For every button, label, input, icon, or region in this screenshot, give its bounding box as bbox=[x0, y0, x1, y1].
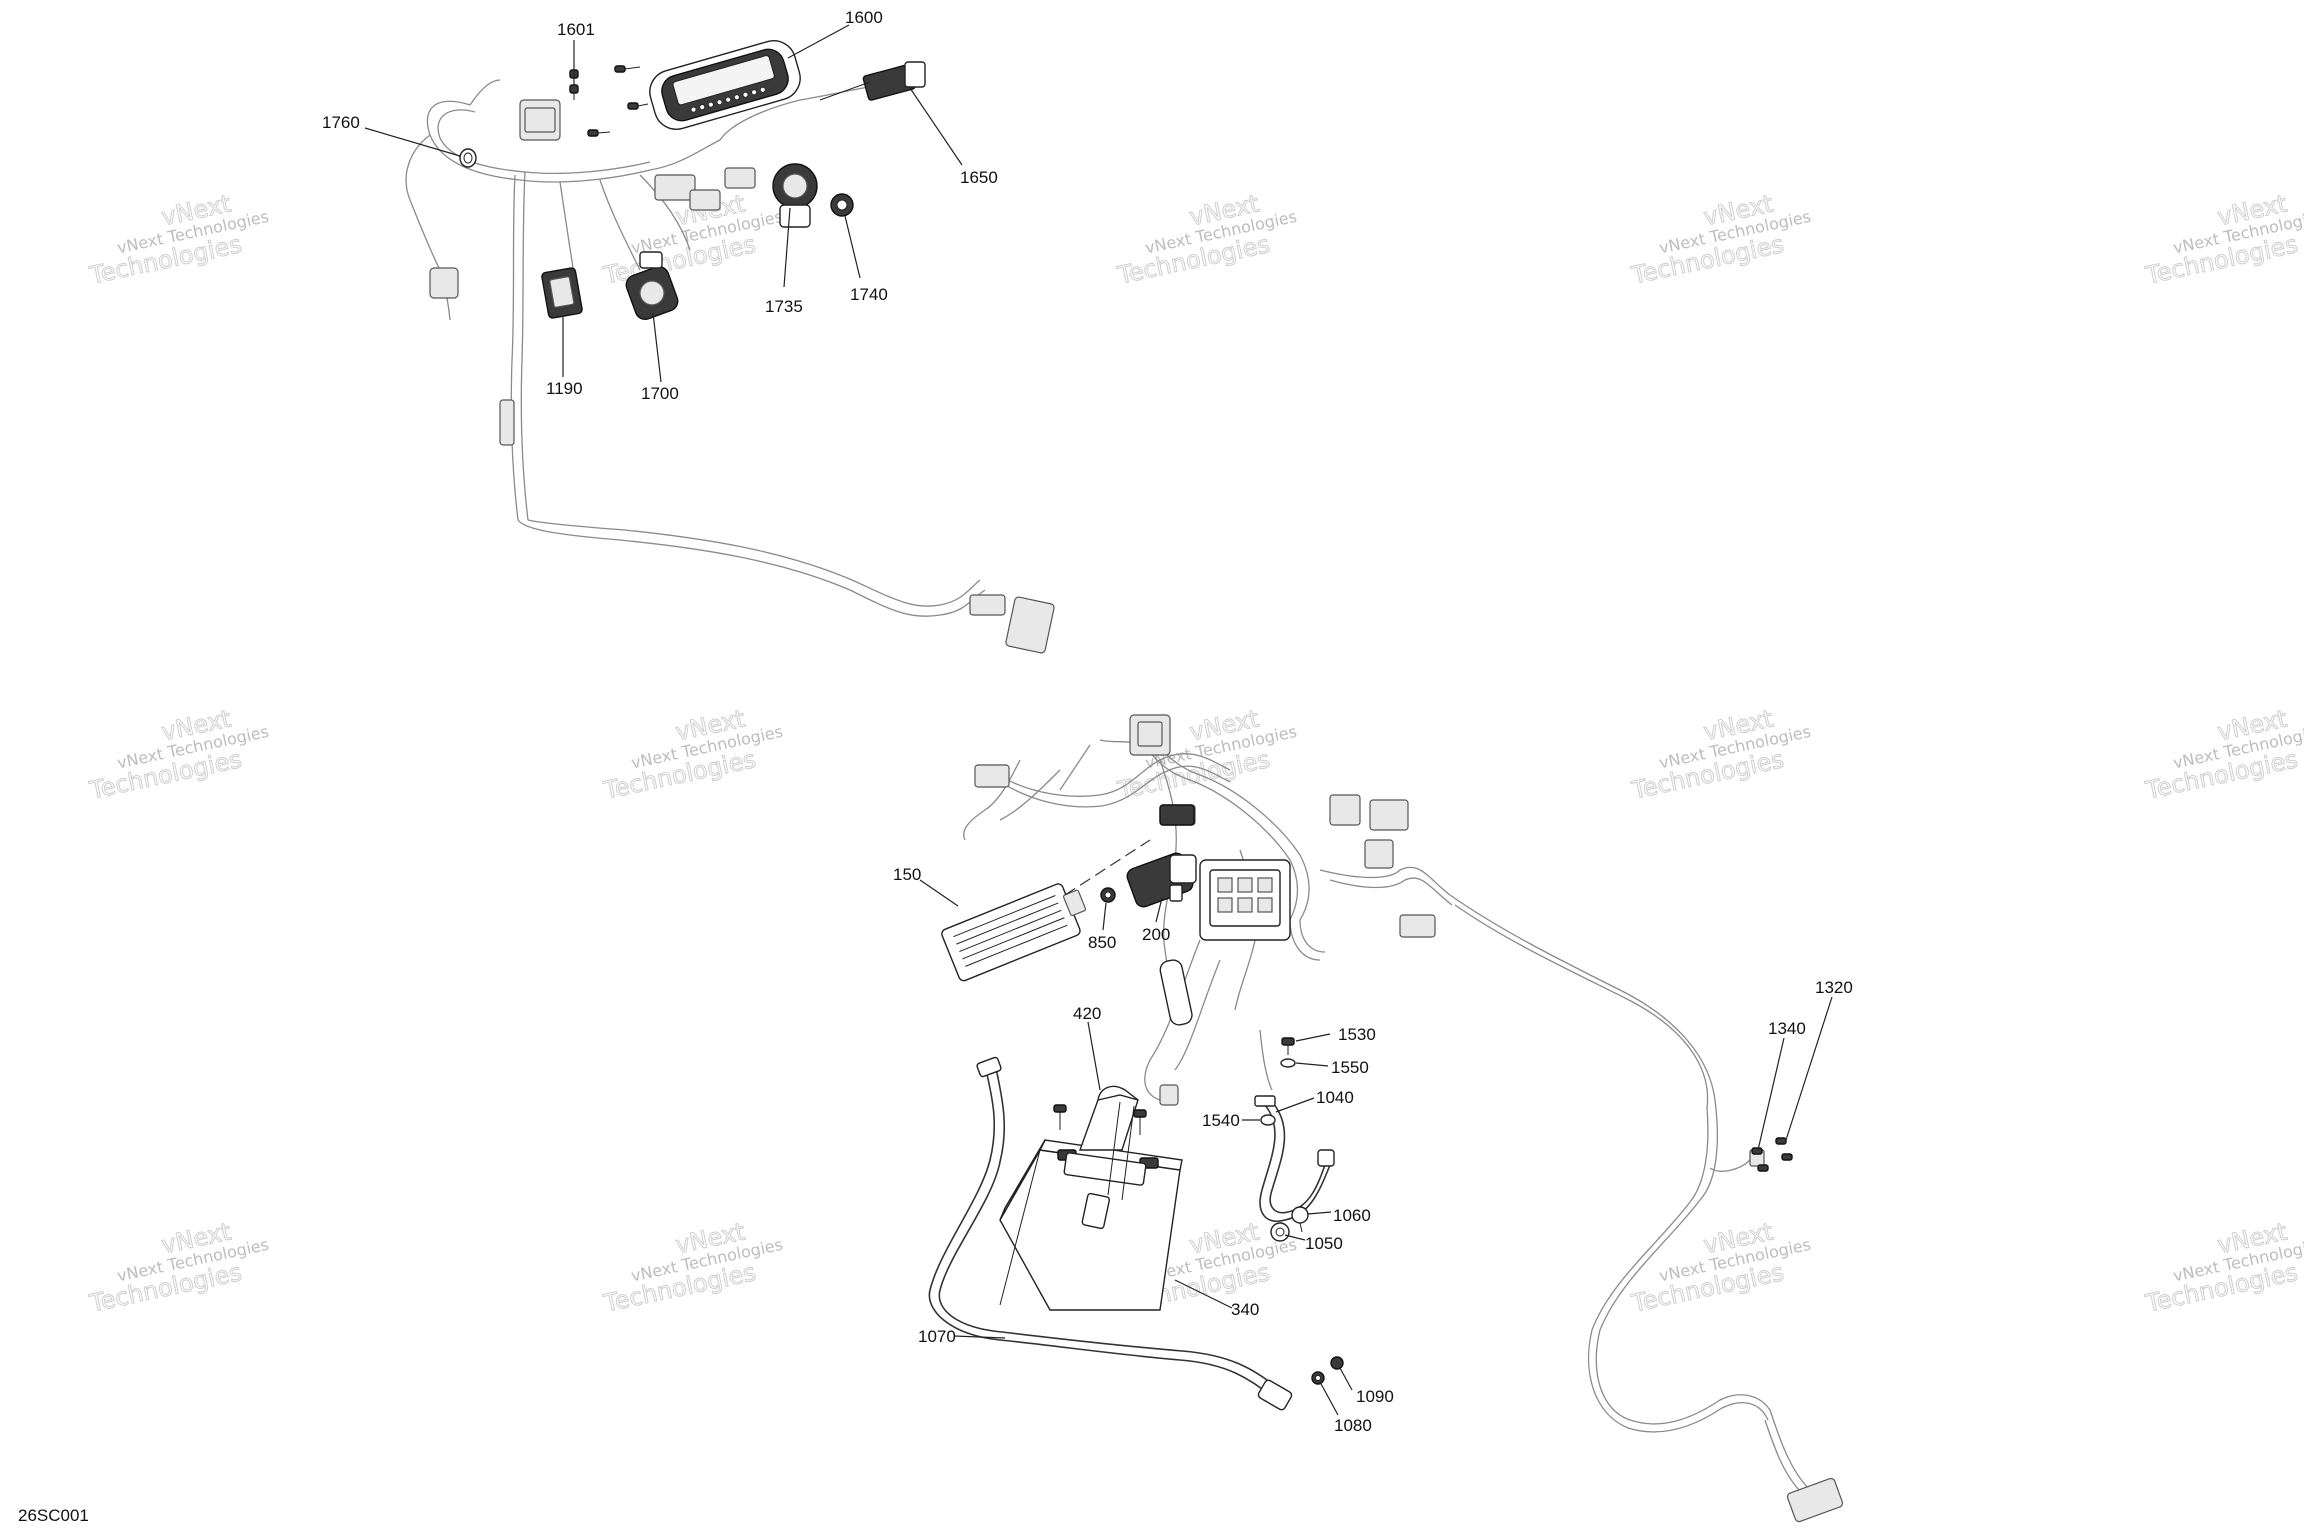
nut-1740 bbox=[830, 193, 854, 217]
callout-150: 150 bbox=[893, 865, 921, 884]
callout-labels: 1601 1600 1650 1760 1735 1740 1190 1700 … bbox=[322, 8, 1853, 1435]
diagram-code: 26SC001 bbox=[18, 1506, 89, 1525]
callout-1601: 1601 bbox=[557, 20, 595, 39]
clip-1340 bbox=[1751, 1147, 1769, 1172]
battery-strap-420 bbox=[1079, 1085, 1139, 1230]
callout-1040: 1040 bbox=[1316, 1088, 1354, 1107]
callout-1090: 1090 bbox=[1356, 1387, 1394, 1406]
bolt-1060 bbox=[1291, 1206, 1309, 1233]
nut-850 bbox=[1100, 887, 1116, 903]
switch-1735 bbox=[772, 163, 818, 228]
connector-1650 bbox=[819, 61, 926, 101]
callout-1080: 1080 bbox=[1334, 1416, 1372, 1435]
screws-1601 bbox=[569, 65, 649, 137]
grommet-1760 bbox=[459, 148, 477, 168]
callout-420: 420 bbox=[1073, 1004, 1101, 1023]
callout-1760: 1760 bbox=[322, 113, 360, 132]
callout-1735: 1735 bbox=[765, 297, 803, 316]
battery-340 bbox=[999, 1139, 1183, 1311]
upper-harness-assembly bbox=[405, 79, 1055, 654]
instrument-cluster bbox=[649, 40, 801, 130]
switch-1700 bbox=[625, 251, 679, 321]
solenoid-200 bbox=[1126, 852, 1197, 908]
callout-1650: 1650 bbox=[960, 168, 998, 187]
callout-1550: 1550 bbox=[1331, 1058, 1369, 1077]
callout-1340: 1340 bbox=[1768, 1019, 1806, 1038]
callout-340: 340 bbox=[1231, 1300, 1259, 1319]
leader-lines bbox=[364, 24, 1833, 1416]
bolt-1090 bbox=[1330, 1356, 1344, 1370]
bolt-1050 bbox=[1270, 1222, 1290, 1242]
washer-1540 bbox=[1260, 1114, 1276, 1126]
harness-connector bbox=[429, 267, 459, 299]
callout-1700: 1700 bbox=[641, 384, 679, 403]
battery-cable-1070 bbox=[928, 1056, 1293, 1411]
callout-1190: 1190 bbox=[546, 379, 583, 398]
voltage-regulator-150 bbox=[941, 883, 1087, 982]
callout-850: 850 bbox=[1088, 933, 1116, 952]
callout-1050: 1050 bbox=[1305, 1234, 1343, 1253]
battery-bolts bbox=[1053, 1104, 1147, 1135]
callout-1740: 1740 bbox=[850, 285, 888, 304]
callout-1540: 1540 bbox=[1202, 1111, 1240, 1130]
callout-1320: 1320 bbox=[1815, 978, 1853, 997]
callout-1530: 1530 bbox=[1338, 1025, 1376, 1044]
callout-1600: 1600 bbox=[845, 8, 883, 27]
clip-1320 bbox=[1775, 1137, 1793, 1161]
ground-cable-1040 bbox=[1254, 1095, 1335, 1222]
relay-1190 bbox=[541, 267, 583, 319]
harness-end-connector bbox=[1005, 596, 1055, 654]
callout-1070: 1070 bbox=[918, 1327, 956, 1346]
callout-1060: 1060 bbox=[1333, 1206, 1371, 1225]
nut-1080 bbox=[1311, 1371, 1325, 1385]
washer-1550 bbox=[1280, 1058, 1296, 1068]
callout-200: 200 bbox=[1142, 925, 1170, 944]
hardware-1530 bbox=[1281, 1037, 1295, 1055]
